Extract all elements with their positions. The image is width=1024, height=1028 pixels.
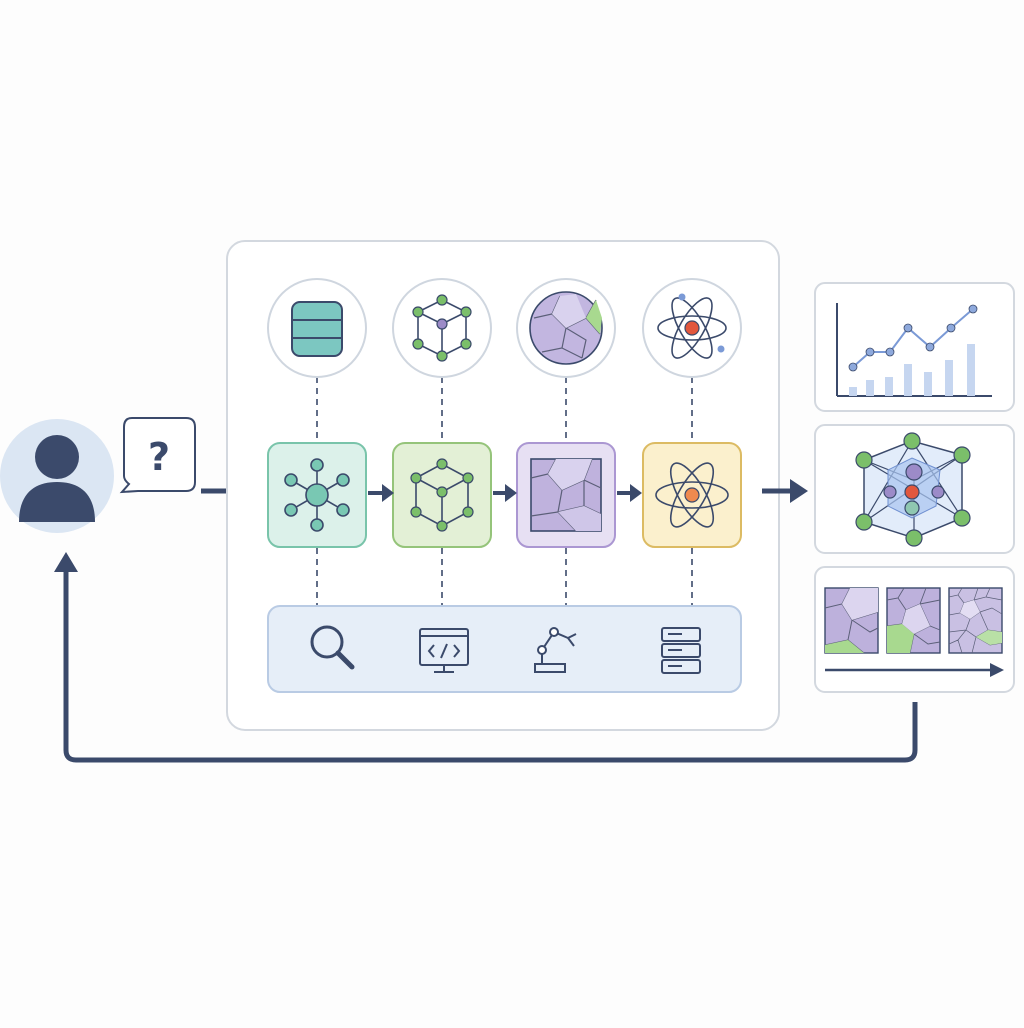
grain-image-coarse <box>824 587 879 654</box>
knowledge-source-database <box>267 278 367 378</box>
output-chart-panel <box>814 282 1015 412</box>
tool-bar <box>267 605 742 693</box>
server-rack-icon <box>661 627 701 674</box>
knowledge-source-lattice <box>392 278 492 378</box>
search-icon <box>310 625 355 670</box>
microstructure-icon <box>530 458 602 532</box>
robotic-arm-icon <box>534 627 577 673</box>
atom-icon <box>657 293 727 359</box>
line-bar-chart-icon <box>836 303 992 397</box>
pipeline-stage-microstructure <box>516 442 616 548</box>
output-arrow <box>762 479 808 503</box>
knowledge-source-microstructure <box>516 278 616 378</box>
grain-image-medium <box>886 587 941 654</box>
feedback-loop-arrow <box>54 552 918 763</box>
pipeline-stage-lattice <box>392 442 492 548</box>
database-icon <box>291 301 343 357</box>
pipeline-stage-atom <box>642 442 742 548</box>
dashed-connectors <box>316 377 693 605</box>
speech-bubble-icon: ? <box>119 417 196 494</box>
crystal-lattice-icon <box>412 294 472 362</box>
crystal-structure-icon <box>855 432 971 547</box>
grain-image-fine <box>948 587 1003 654</box>
output-structure-panel <box>814 424 1015 554</box>
pipeline-stage-network <box>267 442 367 548</box>
network-hub-icon <box>284 458 350 532</box>
atom-icon <box>655 462 729 528</box>
pipeline-arrows <box>368 484 642 502</box>
knowledge-source-atom <box>642 278 742 378</box>
microstructure-icon <box>529 291 603 365</box>
user-avatar-icon <box>0 419 114 533</box>
code-monitor-icon <box>419 628 469 673</box>
output-evolution-panel <box>814 566 1015 693</box>
crystal-lattice-icon <box>410 458 474 532</box>
query-symbol: ? <box>148 435 170 479</box>
microstructure-evolution-icon <box>824 587 1004 677</box>
